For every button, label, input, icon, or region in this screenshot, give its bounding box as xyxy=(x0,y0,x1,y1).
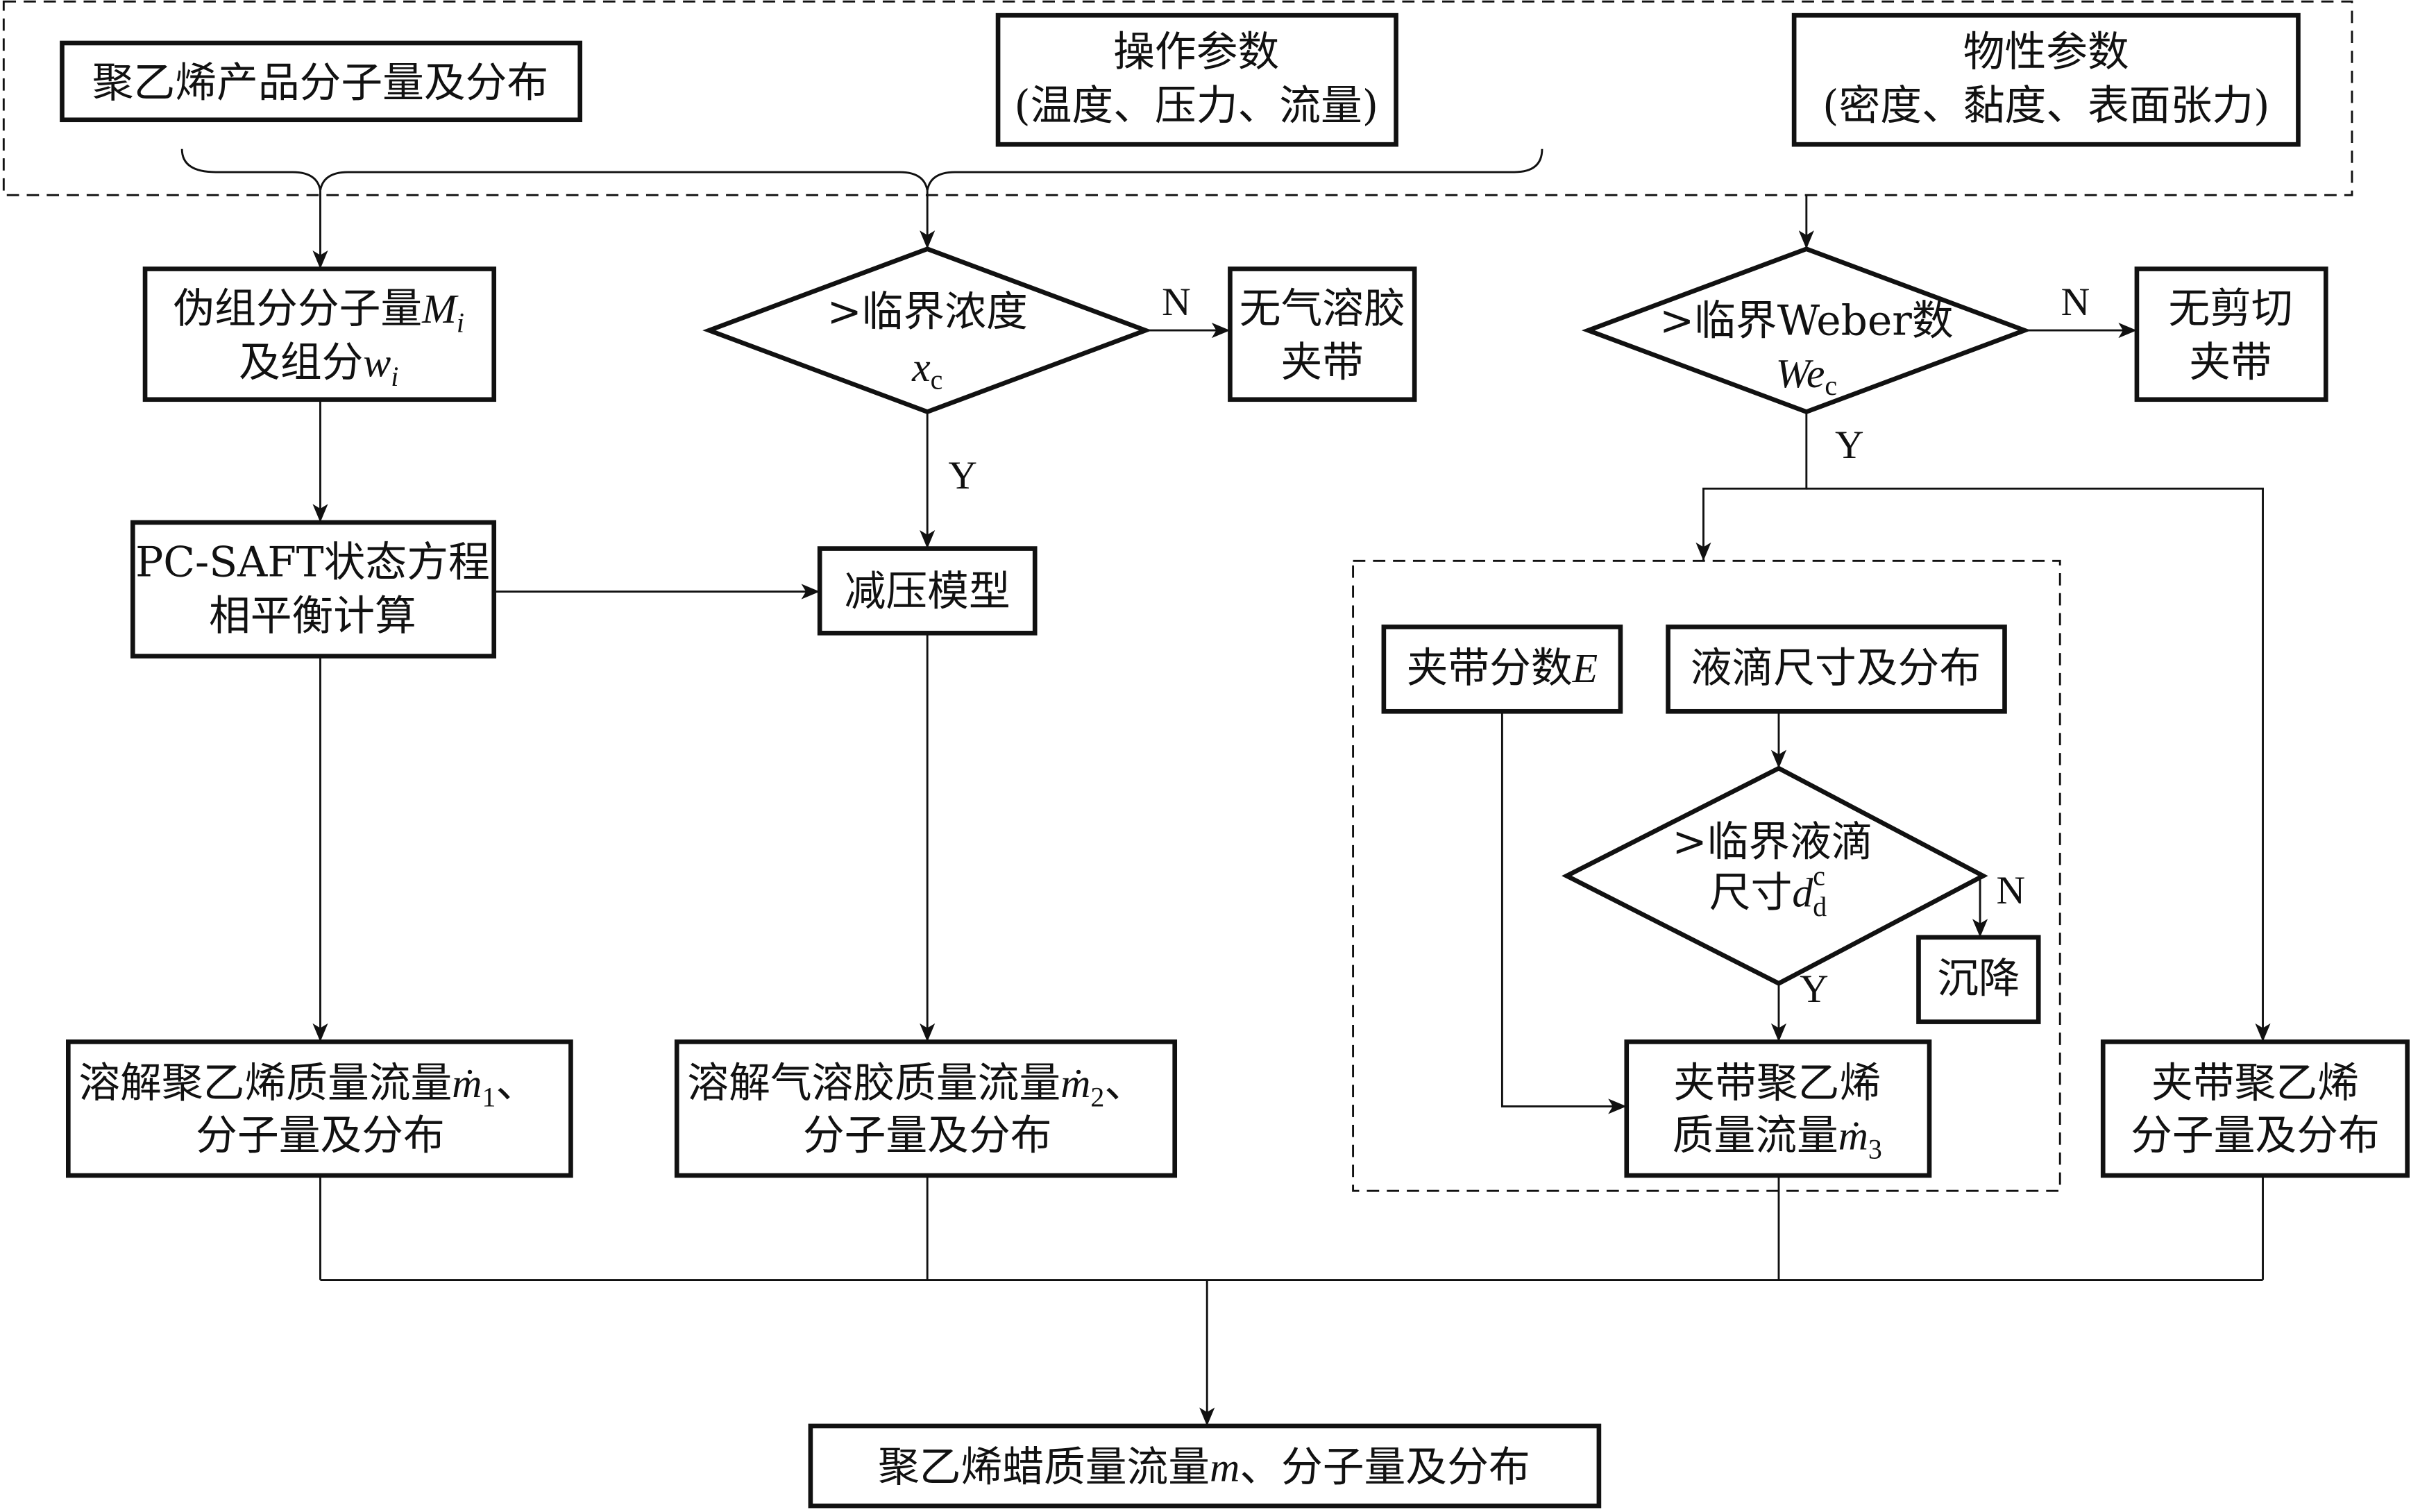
droplet-size-box: 液滴尺寸及分布 xyxy=(1666,625,2007,714)
svg-text:液滴尺寸及分布: 液滴尺寸及分布 xyxy=(1691,645,1981,693)
svg-text:夹带分数E: 夹带分数E xyxy=(1407,645,1598,693)
yes-label: Y xyxy=(948,454,977,498)
svg-text:操作参数: 操作参数 xyxy=(1113,28,1279,76)
svg-text:分子量及分布: 分子量及分布 xyxy=(196,1112,445,1160)
svg-text:xc: xc xyxy=(911,344,942,395)
critical-droplet-decision: >临界液滴 尺寸ddc xyxy=(1562,765,1988,986)
svg-text:夹带: 夹带 xyxy=(1281,339,1364,387)
svg-text:>临界浓度: >临界浓度 xyxy=(827,288,1028,336)
physical-params-box: 物性参数 (密度、黏度、表面张力) xyxy=(1791,12,2301,147)
svg-text:质量流量ṁ3: 质量流量ṁ3 xyxy=(1673,1112,1882,1164)
no-label: N xyxy=(1162,280,1191,324)
svg-text:夹带聚乙烯: 夹带聚乙烯 xyxy=(1673,1060,1881,1107)
svg-text:相平衡计算: 相平衡计算 xyxy=(209,593,416,640)
svg-text:伪组分分子量Mi: 伪组分分子量Mi xyxy=(174,285,464,338)
svg-text:无剪切: 无剪切 xyxy=(2168,285,2292,333)
svg-text:分子量及分布: 分子量及分布 xyxy=(803,1112,1052,1160)
entrained-pe-mw-box: 夹带聚乙烯 分子量及分布 xyxy=(2100,1039,2410,1178)
pcsaft-box: PC-SAFT状态方程 相平衡计算 xyxy=(130,520,497,659)
svg-text:溶解气溶胶质量流量ṁ2、: 溶解气溶胶质量流量ṁ2、 xyxy=(687,1060,1146,1112)
pe-wax-flow-box: 聚乙烯蜡质量流量m、分子量及分布 xyxy=(808,1423,1602,1509)
svg-text:及组分wi: 及组分wi xyxy=(239,339,398,392)
decompression-model-box: 减压模型 xyxy=(817,546,1038,636)
pseudo-component-box: 伪组分分子量Mi 及组分wi xyxy=(142,266,497,402)
svg-text:夹带聚乙烯: 夹带聚乙烯 xyxy=(2151,1060,2359,1107)
svg-text:无气溶胶: 无气溶胶 xyxy=(1240,285,1405,333)
svg-text:聚乙烯产品分子量及分布: 聚乙烯产品分子量及分布 xyxy=(92,60,548,108)
entrainment-group-frame xyxy=(1352,559,2061,1192)
operating-params-box: 操作参数 (温度、压力、流量) xyxy=(995,12,1398,147)
svg-text:夹带: 夹带 xyxy=(2189,339,2272,387)
svg-text:(温度、压力、流量): (温度、压力、流量) xyxy=(1014,83,1378,130)
svg-text:聚乙烯蜡质量流量m、分子量及分布: 聚乙烯蜡质量流量m、分子量及分布 xyxy=(878,1444,1530,1492)
svg-text:沉降: 沉降 xyxy=(1937,955,2020,1003)
yes-label: Y xyxy=(1800,967,1829,1011)
connectors xyxy=(312,190,2271,1426)
svg-text:Wec: Wec xyxy=(1776,350,1838,401)
svg-text:减压模型: 减压模型 xyxy=(845,568,1010,615)
dissolved-aerosol-flow-box: 溶解气溶胶质量流量ṁ2、 分子量及分布 xyxy=(674,1039,1178,1178)
yes-label: Y xyxy=(1835,423,1864,467)
svg-text:>临界液滴: >临界液滴 xyxy=(1673,818,1873,866)
entrainment-fraction-box: 夹带分数E xyxy=(1381,625,1623,714)
svg-text:物性参数: 物性参数 xyxy=(1963,28,2129,76)
svg-text:尺寸ddc: 尺寸ddc xyxy=(1709,860,1827,922)
svg-text:(密度、黏度、表面张力): (密度、黏度、表面张力) xyxy=(1822,83,2269,130)
svg-text:溶解聚乙烯质量流量ṁ1、: 溶解聚乙烯质量流量ṁ1、 xyxy=(78,1060,537,1112)
dissolved-pe-flow-box: 溶解聚乙烯质量流量ṁ1、 分子量及分布 xyxy=(65,1039,573,1178)
entrained-pe-flow-box: 夹带聚乙烯 质量流量ṁ3 xyxy=(1624,1039,1932,1178)
no-label: N xyxy=(2061,280,2090,324)
no-shear-box: 无剪切 夹带 xyxy=(2134,266,2328,402)
svg-text:>临界Weber数: >临界Weber数 xyxy=(1659,298,1953,346)
critical-concentration-decision: >临界浓度 xc xyxy=(702,246,1153,415)
svg-text:分子量及分布: 分子量及分布 xyxy=(2131,1112,2380,1160)
no-label: N xyxy=(1997,869,2026,912)
pe-product-box: 聚乙烯产品分子量及分布 xyxy=(60,40,583,123)
svg-text:PC-SAFT状态方程: PC-SAFT状态方程 xyxy=(135,538,490,586)
brace xyxy=(180,148,1543,191)
no-aerosol-box: 无气溶胶 夹带 xyxy=(1228,266,1417,402)
settling-box: 沉降 xyxy=(1916,935,2041,1024)
critical-weber-decision: >临界Weber数 Wec xyxy=(1581,246,2031,415)
